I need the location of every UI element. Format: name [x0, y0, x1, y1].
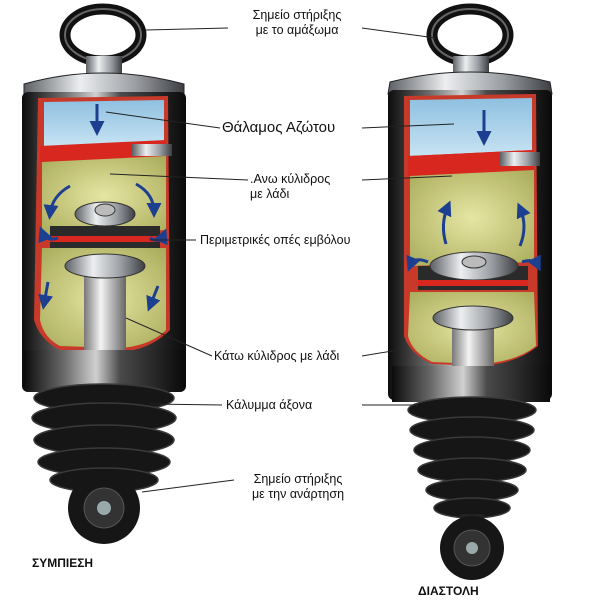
label-upper-cylinder-line1: .Ανω κύλιδρος	[250, 172, 330, 187]
caption-extension: ΔΙΑΣΤΟΛΗ	[418, 584, 479, 599]
right-shaft-cover-bellows	[408, 397, 536, 518]
label-mount-body-line2: με το αμάξωμα	[232, 23, 362, 38]
label-nitrogen-chamber: Θάλαμος Αζώτου	[222, 120, 335, 135]
label-mount-body-line1: Σημείο στήριξης	[232, 8, 362, 23]
label-mount-suspension-line2: με την ανάρτηση	[230, 487, 366, 502]
left-nitrogen-chamber	[44, 100, 164, 146]
right-nitrogen-chamber	[410, 98, 532, 156]
label-mount-body: Σημείο στήριξης με το αμάξωμα	[232, 8, 362, 38]
label-shaft-cover: Κάλυμμα άξονα	[226, 398, 312, 413]
caption-compression: ΣΥΜΠΙΕΣΗ	[32, 556, 93, 571]
left-shock-absorber	[22, 9, 186, 544]
label-mount-suspension-line1: Σημείο στήριξης	[230, 472, 366, 487]
label-mount-suspension: Σημείο στήριξης με την ανάρτηση	[230, 472, 366, 502]
label-upper-cylinder-line2: με λάδι	[250, 187, 330, 202]
label-lower-cylinder: Κάτω κύλιδρος με λάδι	[214, 349, 339, 364]
label-upper-cylinder: .Ανω κύλιδρος με λάδι	[250, 172, 330, 202]
label-piston-holes: Περιμετρικές οπές εμβόλου	[200, 233, 350, 248]
right-shock-absorber	[388, 9, 552, 580]
